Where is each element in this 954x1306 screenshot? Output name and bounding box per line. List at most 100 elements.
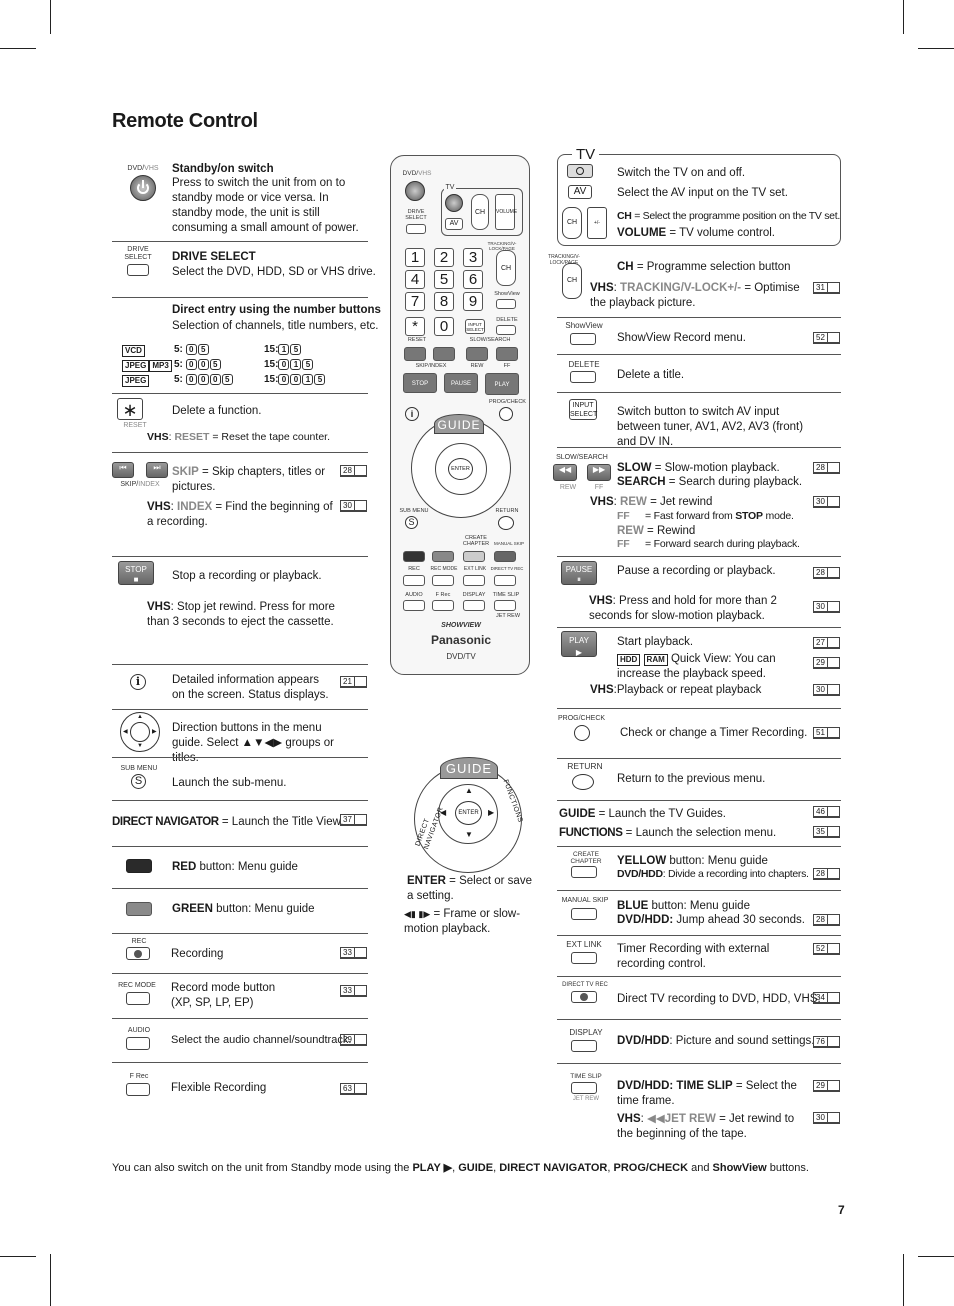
page-ref: 28 [813,462,841,474]
guide-inner-ring [438,784,498,844]
remote-pause-key: PAUSE [444,373,478,393]
audio-label: AUDIO [127,1027,151,1034]
showview-label: ShowView [565,321,603,330]
red-button-icon [126,859,152,873]
ext-link-icon [571,952,597,964]
ext-link-desc: Timer Recording with external recording … [617,943,770,970]
remote-yellow-key [463,551,485,562]
rec-icon [126,947,150,960]
delete-label: DELETE [568,360,600,369]
remote-model: DVD/TV [446,652,476,661]
page-title: Remote Control [112,110,258,132]
time-slip-vhs: VHS: ◀◀JET REW = Jet rewind to the begin… [617,1113,795,1140]
time-slip-desc: DVD/HDD: TIME SLIP = Select the time fra… [617,1080,797,1107]
direction-desc: Direction buttons in the menu guide. Sel… [172,722,334,764]
direct-tv-rec-icon [571,991,597,1003]
page-ref: 37 [340,814,368,826]
page-ref: 30 [340,500,368,512]
page-ref: 29 [340,1034,368,1046]
key-2: 2 [434,248,454,267]
return-desc: Return to the previous menu. [617,773,766,785]
rec-mode-icon [126,992,150,1005]
remote-power-icon [405,181,425,201]
slow-search-label: SLOW/SEARCH [556,454,608,461]
remote-timeslip-label: TIME SLIP [492,592,520,598]
page-ref: 63 [340,1083,368,1095]
remote-info-icon: i [405,407,419,421]
arrow-right-icon: ▶ [488,808,495,817]
yellow-button-icon [571,866,597,878]
pause-vhs: VHS: Press and hold for more than 2 seco… [589,595,777,622]
guide-label: GUIDE [440,757,498,779]
key-3: 3 [463,248,483,267]
tv-ch-icon: CH [562,207,582,239]
remote-ff-label: FF [503,363,511,369]
remote-display-label: DISPLAY [462,592,486,598]
skip-label: SKIP/INDEX [120,481,160,488]
return-label: RETURN [567,761,603,771]
frec-icon [126,1083,150,1096]
frec-label: F Rec [129,1073,149,1080]
key-4: 4 [405,270,425,289]
green-button-icon [126,902,152,916]
direct-entry-title: Direct entry using the number buttons [172,304,381,316]
remote-showview-logo: SHOWVIEW [441,622,481,629]
remote-ch-key: CH [471,194,489,230]
page-ref: 21 [340,676,368,688]
arrow-down-icon: ▼ [465,830,473,839]
enter-key: ENTER [455,801,482,825]
page-ref: 52 [813,332,841,344]
page-ref: 51 [813,727,841,739]
remote-ch-page-key: CH [496,250,516,286]
remote-submenu-label: SUB MENU [399,508,429,514]
tv-av-icon: AV [568,185,592,199]
remote-return-key [498,516,514,530]
ch-icon: CH [562,263,582,299]
blue-sub: DVD/HDD: Jump ahead 30 seconds. [617,914,805,926]
remote-audio-key [403,600,425,611]
rec-label: REC [131,938,147,945]
slow-desc: SLOW = Slow-motion playback. [617,462,780,474]
remote-delete-key [496,325,516,335]
ff2-desc: FF= Forward search during playback. [617,538,800,550]
prog-check-desc: Check or change a Timer Recording. [620,727,808,739]
play-vhs: VHS:Playback or repeat playback [590,684,762,696]
remote-progcheck-label: PROG/CHECK [489,399,526,405]
remote-directtv-label: DIRECT TV REC [490,566,524,571]
standby-title: Standby/on switch [172,163,274,175]
page-ref: 52 [813,943,841,955]
remote-jetrew-label: JET REW [495,613,521,619]
remote-create-label: CREATE CHAPTER [462,535,490,547]
sub-menu-label: SUB MENU [120,765,158,772]
reset-label: RESET [123,422,147,429]
remote-illustration: DVD/VHS DRIVE SELECT TV AV CH VOLUME TRA… [390,155,530,675]
reset-vhs: VHS: RESET = Reset the tape counter. [147,431,330,443]
page-ref: 28 [813,567,841,579]
remote-audio-label: AUDIO [405,592,423,598]
page-ref: 76 [813,1036,841,1048]
page-ref: 35 [813,826,841,838]
sub-menu-icon: S [131,774,146,789]
rewind-icon: ◀◀ [553,464,577,481]
remote-rec-label: REC [408,566,420,572]
remote-play-key: PLAY [485,373,519,395]
tag-jpeg: JPEG [122,373,150,388]
remote-guide-key: GUIDE [434,414,484,434]
remote-reset-label: RESET [407,337,427,343]
stop-vhs: VHS: Stop jet rewind. Press for more tha… [147,601,335,628]
display-label: DISPLAY [569,1028,603,1037]
page-ref: 34 [813,992,841,1004]
page-ref: 31 [813,282,841,294]
direction-pad-icon: ▲ ▼ ◀ ▶ [120,712,160,752]
remote-rew-key [466,347,488,361]
remote-frec-key [432,600,454,611]
page-number: 7 [838,1203,845,1217]
tv-volume-desc: VOLUME = TV volume control. [617,227,775,239]
page-ref: 29 [813,1080,841,1092]
key-7: 7 [405,292,425,311]
skip-back-icon: ⏮ [112,462,134,478]
tag-vcd: VCD [122,343,145,358]
